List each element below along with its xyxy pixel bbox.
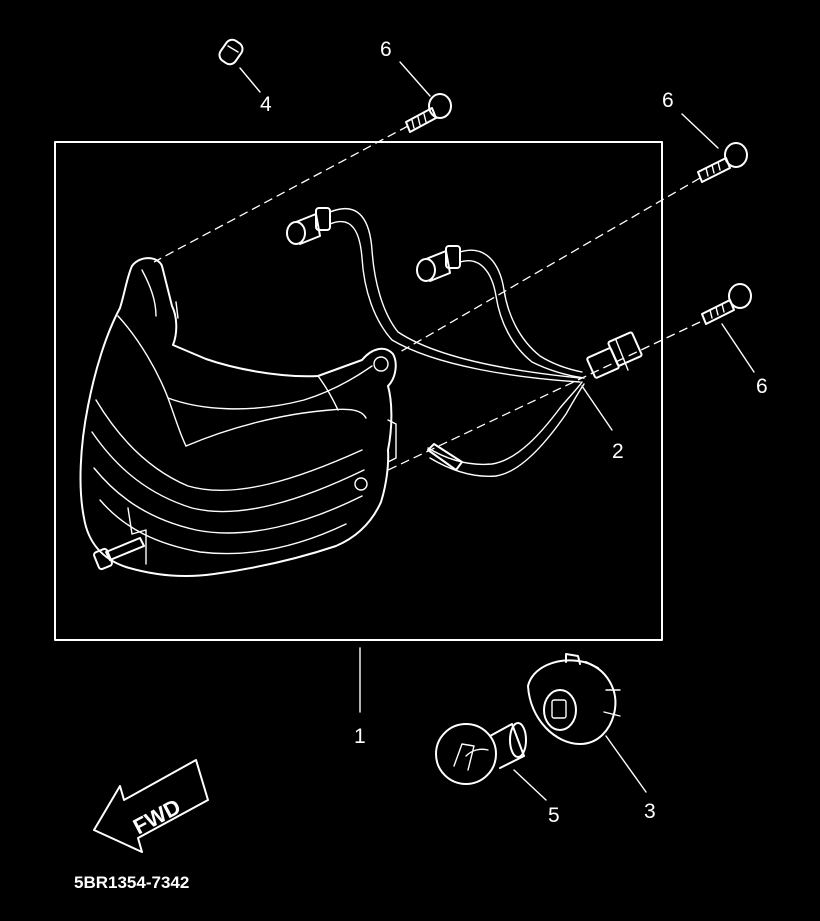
callout-leader-2 <box>581 385 613 431</box>
callout-number-5: 5 <box>548 804 560 827</box>
guide-line-right-lower <box>383 321 701 473</box>
forward-label: FWD <box>129 794 185 840</box>
bulb-socket <box>527 653 621 745</box>
headlight-housing <box>79 257 397 577</box>
forward-arrow-icon: FWD <box>93 759 209 853</box>
harness-connector <box>586 331 643 379</box>
wiring-harness <box>286 207 643 478</box>
callout-leader-3 <box>605 735 647 793</box>
callout-leader-6-top <box>399 61 431 97</box>
callout-number-1: 1 <box>354 725 366 748</box>
callout-number-6-right-upper: 6 <box>662 89 674 112</box>
guide-line-right-upper <box>399 177 701 353</box>
callout-leader-6-right-lower <box>721 323 755 373</box>
housing-mounting-bolt <box>93 537 145 571</box>
callout-number-4: 4 <box>260 93 272 116</box>
callout-number-6-top: 6 <box>380 38 392 61</box>
callout-leader-5 <box>513 769 547 801</box>
callout-leader-6-right-upper <box>681 113 719 149</box>
harness-bulb-socket-lower <box>416 245 461 282</box>
callout-number-2: 2 <box>612 440 624 463</box>
callout-leader-4 <box>239 67 261 93</box>
pilot-bulb <box>218 38 244 66</box>
callout-number-6-right-lower: 6 <box>756 375 768 398</box>
guide-line-top <box>153 125 409 263</box>
callout-number-3: 3 <box>644 800 656 823</box>
assembly-frame <box>54 141 663 641</box>
harness-bulb-socket-upper <box>286 207 331 245</box>
diagram-code: 5BR1354-7342 <box>74 873 189 892</box>
screw-top <box>405 93 452 133</box>
main-bulb <box>435 722 527 785</box>
screw-right-lower <box>701 283 752 325</box>
screw-right-upper <box>697 142 748 183</box>
